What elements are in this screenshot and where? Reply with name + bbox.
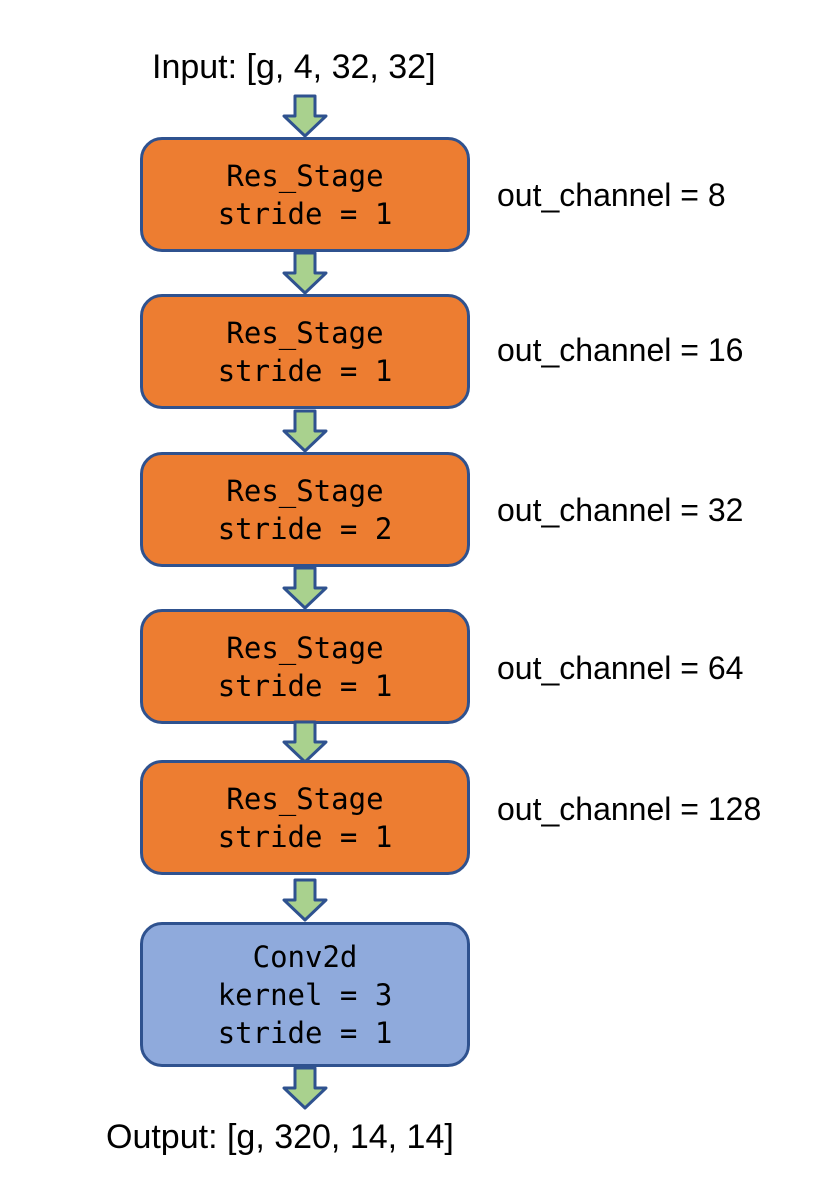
stage-name: Res_Stage xyxy=(226,158,384,193)
stage-stride: stride = 1 xyxy=(217,819,393,854)
conv2d-block: Conv2d kernel = 3 stride = 1 xyxy=(140,922,470,1067)
res-stage-block-3: Res_Stage stride = 2 xyxy=(140,452,470,567)
out-channel-label-1: out_channel = 8 xyxy=(497,177,726,213)
stage-name: Res_Stage xyxy=(226,781,384,816)
res-stage-block-4: Res_Stage stride = 1 xyxy=(140,609,470,724)
input-shape-label: Input: [g, 4, 32, 32] xyxy=(152,48,436,86)
stage-stride: stride = 1 xyxy=(217,353,393,388)
flow-arrow-icon xyxy=(282,720,328,764)
flow-arrow-icon xyxy=(282,878,328,922)
flow-arrow-icon xyxy=(282,409,328,453)
stage-name: Res_Stage xyxy=(226,473,384,508)
flow-arrow-icon xyxy=(282,566,328,610)
flow-arrow-icon xyxy=(282,251,328,295)
stage-stride: stride = 1 xyxy=(217,668,393,703)
block-kernel: kernel = 3 xyxy=(217,977,393,1012)
out-channel-label-5: out_channel = 128 xyxy=(497,791,762,827)
block-name: Conv2d xyxy=(252,939,358,974)
res-stage-block-1: Res_Stage stride = 1 xyxy=(140,137,470,252)
flow-arrow-icon xyxy=(282,94,328,138)
stage-name: Res_Stage xyxy=(226,315,384,350)
flow-arrow-icon xyxy=(282,1066,328,1110)
out-channel-label-3: out_channel = 32 xyxy=(497,492,744,528)
stage-stride: stride = 2 xyxy=(217,511,393,546)
out-channel-label-4: out_channel = 64 xyxy=(497,650,744,686)
block-stride: stride = 1 xyxy=(217,1015,393,1050)
output-shape-label: Output: [g, 320, 14, 14] xyxy=(106,1118,454,1156)
res-stage-block-5: Res_Stage stride = 1 xyxy=(140,760,470,875)
stage-name: Res_Stage xyxy=(226,630,384,665)
res-stage-block-2: Res_Stage stride = 1 xyxy=(140,294,470,409)
stage-stride: stride = 1 xyxy=(217,196,393,231)
out-channel-label-2: out_channel = 16 xyxy=(497,332,744,368)
